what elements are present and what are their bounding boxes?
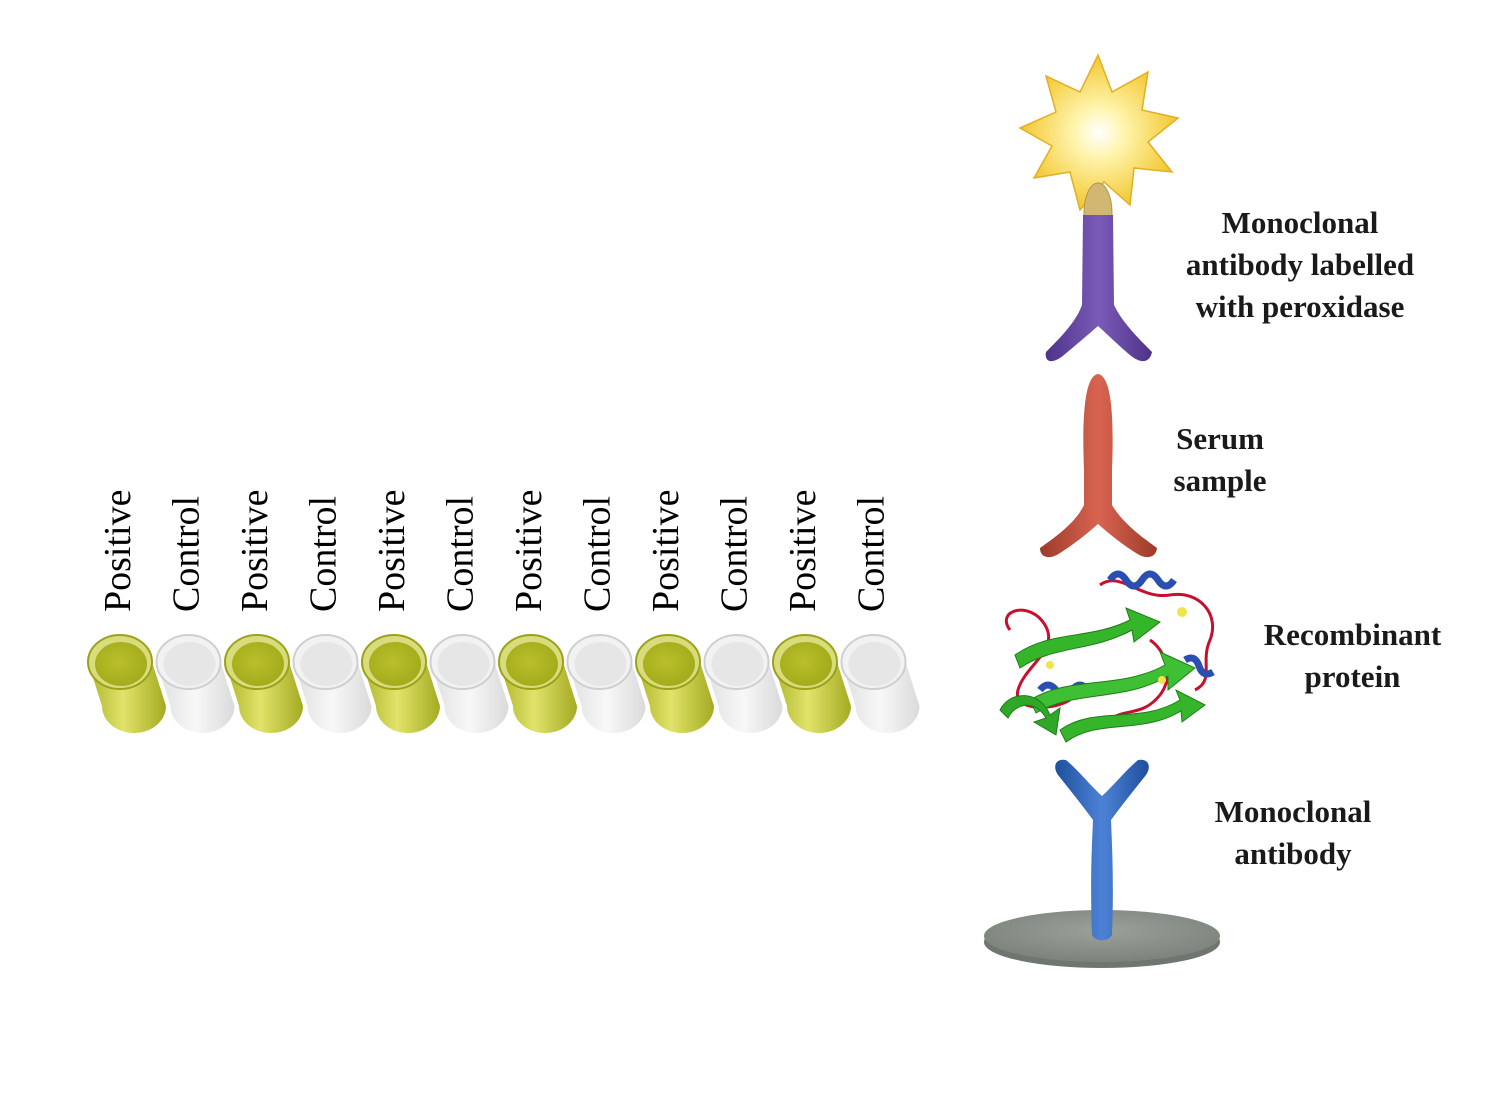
positive-label: Positive [782,490,824,612]
control-label: Control [166,496,208,612]
label-line: antibody labelled [1185,247,1415,282]
capture-antibody-label: Monoclonal antibody [1183,791,1403,875]
positive-label: Positive [645,490,687,612]
label-line: Monoclonal [1214,794,1372,829]
positive-label: Positive [371,490,413,612]
well-liquid [163,642,216,686]
control-label: Control [577,496,619,612]
label-line: Serum [1176,421,1264,456]
positive-label: Positive [234,490,276,612]
positive-well [772,634,851,733]
control-well [840,634,920,733]
positive-well [224,634,303,733]
positive-well [361,634,440,733]
capture-antibody-icon [984,759,1220,968]
label-line: with peroxidase [1195,289,1405,324]
well-liquid [232,642,284,686]
peroxidase-labelled-antibody-icon [1018,53,1180,362]
positive-well [498,634,577,733]
well-liquid [95,642,147,686]
recombinant-protein-label: Recombinant protein [1240,614,1465,698]
well-liquid [780,642,832,686]
positive-label: Positive [97,490,139,612]
well-liquid [643,642,695,686]
label-line: Monoclonal [1221,205,1379,240]
well-liquid [506,642,558,686]
control-well [292,634,372,733]
well-liquid [848,642,901,686]
control-well [703,634,783,733]
positive-label: Positive [508,490,550,612]
well-liquid [574,642,627,686]
label-line: antibody [1234,836,1352,871]
control-label: Control [714,496,756,612]
control-label: Control [440,496,482,612]
positive-well [87,634,166,733]
well-liquid [437,642,490,686]
label-line: Recombinant [1263,617,1442,652]
labelled-antibody-label: Monoclonal antibody labelled with peroxi… [1150,202,1450,328]
control-well [429,634,509,733]
well-liquid [711,642,764,686]
well-liquid [369,642,421,686]
serum-antibody-icon [1040,374,1157,558]
protein-ribbon-icon [999,570,1215,743]
peroxidase-star-icon [1018,53,1180,212]
control-well [566,634,646,733]
positive-well [635,634,714,733]
label-line: protein [1304,659,1401,694]
label-line: sample [1173,463,1267,498]
serum-sample-label: Serum sample [1120,418,1320,502]
well-liquid [300,642,353,686]
control-label: Control [851,496,893,612]
control-well [155,634,235,733]
control-label: Control [303,496,345,612]
